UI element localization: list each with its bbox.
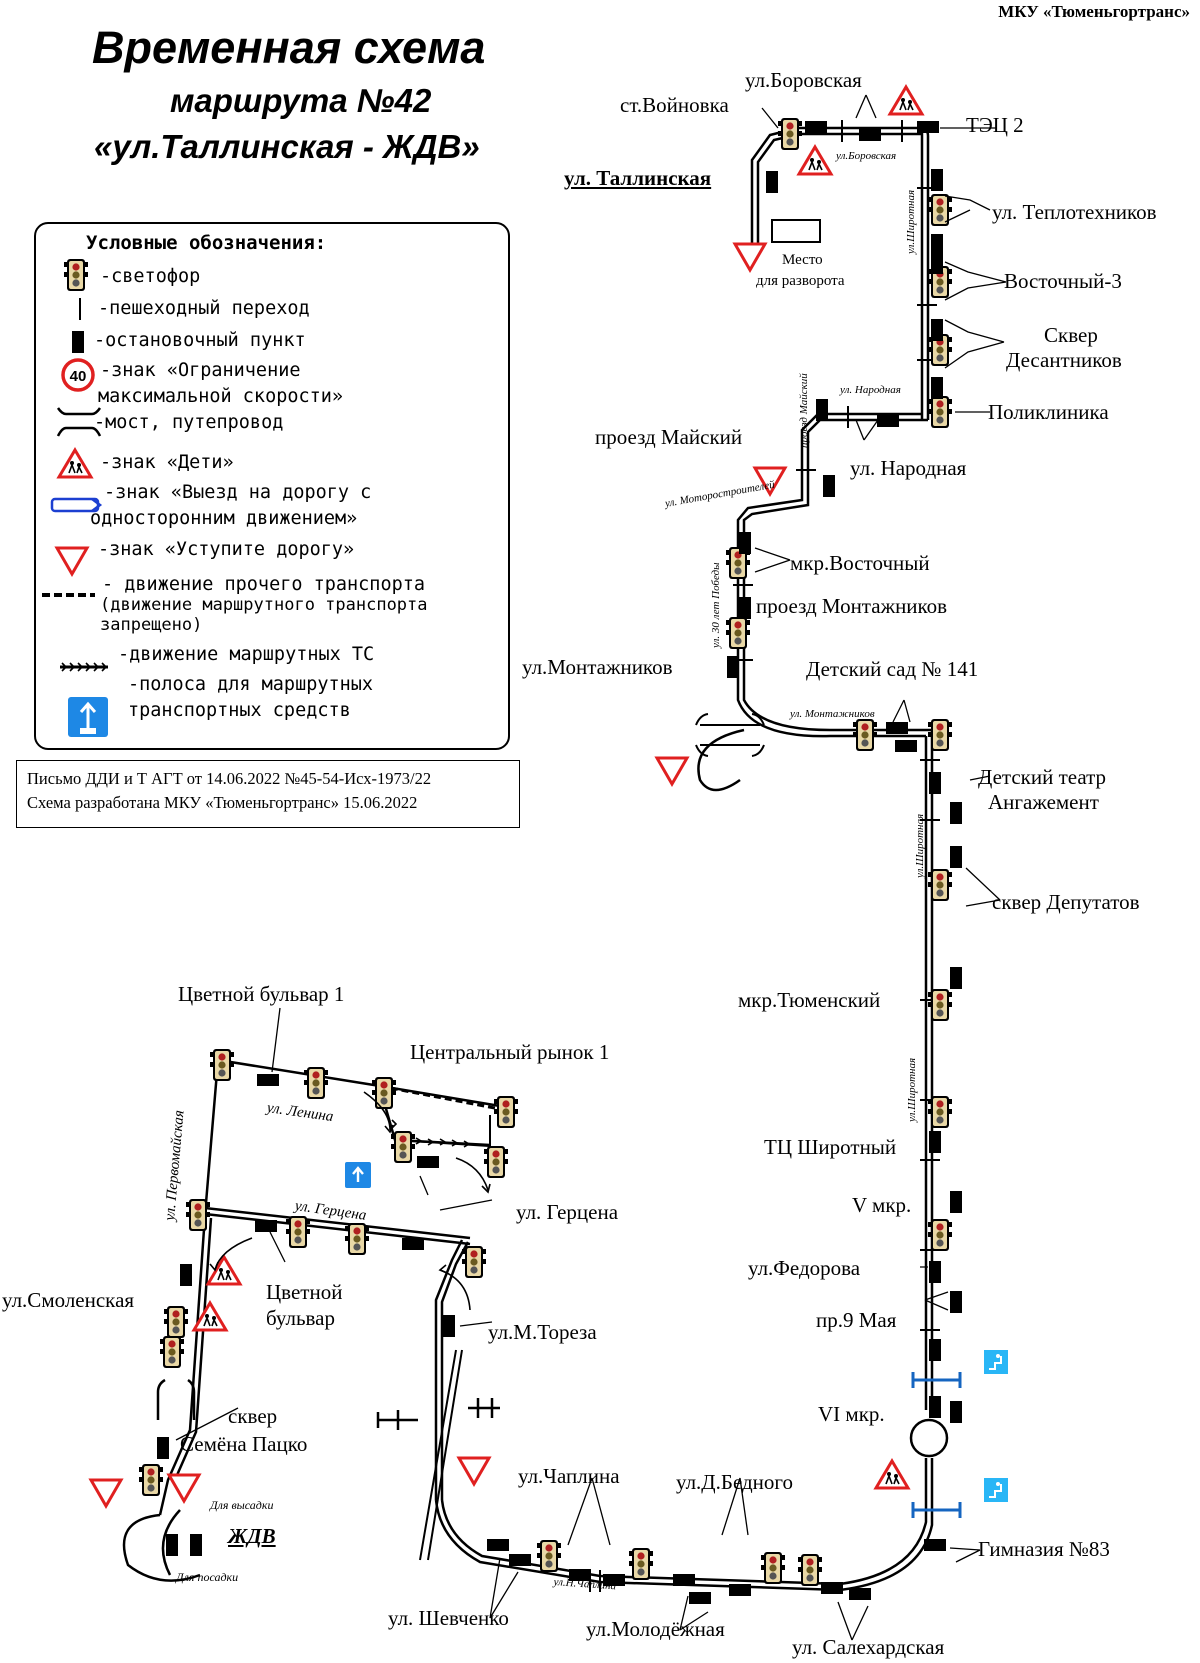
- turn-place-label-2: для разворота: [756, 273, 845, 289]
- route-name: «ул.Таллинская - ЖДВ»: [94, 128, 480, 165]
- stop-label-m-toreza: ул.М.Тореза: [488, 1320, 597, 1344]
- stop-label-teatr-2: Ангажемент: [988, 790, 1099, 814]
- stop-label-teplotekhnikov: ул. Теплотехников: [992, 200, 1157, 224]
- boarding-label: Для посадки: [176, 1570, 239, 1584]
- street-shirotnaya-north: ул.Широтная: [905, 189, 917, 254]
- crosswalks: [589, 120, 940, 1592]
- stop-label-fedorova: ул.Федорова: [748, 1256, 861, 1280]
- legend-panel: Условные обозначения: -светофор -пешеход…: [34, 222, 510, 750]
- legend-bridge: -мост, путепровод: [94, 412, 284, 433]
- legend-other-traffic-1: - движение прочего транспорта: [102, 574, 426, 595]
- stop-label-shevchenko: ул. Шевченко: [388, 1606, 509, 1630]
- stop-label-skver-patsko-1: сквер: [228, 1404, 278, 1428]
- stop-label-chaplina: ул.Чаплина: [518, 1464, 620, 1488]
- legend-bus-lane-2: транспортных средств: [128, 700, 351, 721]
- legend-traffic-light: -светофор: [100, 266, 201, 287]
- stop-label-mkr-vostochny: мкр.Восточный: [790, 551, 930, 575]
- stop-label-proezd-montazhnikov: проезд Монтажников: [756, 594, 948, 618]
- stop-label-tsvet-bulvar-1: Цветной бульвар 1: [178, 982, 345, 1006]
- ddi-letter: Письмо ДДИ и Т АГТ от 14.06.2022 №45-54-…: [27, 769, 432, 788]
- stop-label-zhdv: ЖДВ: [228, 1524, 276, 1548]
- stop-label-v-mkr: V мкр.: [852, 1193, 912, 1217]
- street-montazhnikov: ул. Монтажников: [790, 708, 875, 720]
- legend-route-traffic: -движение маршрутных ТС: [118, 644, 375, 665]
- stop-label-tsentr-rynok: Центральный рынок 1: [410, 1040, 610, 1064]
- stop-label-smolenskaya: ул.Смоленская: [2, 1288, 135, 1312]
- street-30-let-pobedy: ул. 30 лет Победы: [710, 562, 722, 648]
- stop-label-tets2: ТЭЦ 2: [966, 113, 1024, 137]
- legend-other-traffic-3: запрещено): [100, 615, 203, 635]
- speed-limit-sign: 40: [70, 368, 87, 385]
- stop-label-poliklinika: Поликлиника: [988, 400, 1109, 424]
- stop-label-voynovka: ст.Войновка: [620, 93, 729, 117]
- stop-label-skver-deputatov: сквер Депутатов: [992, 890, 1140, 914]
- legend-children: -знак «Дети»: [100, 452, 234, 473]
- stop-label-vi-mkr: VI мкр.: [818, 1402, 885, 1426]
- legend-yield: -знак «Уступите дорогу»: [98, 539, 355, 560]
- dropoff-label: Для высадки: [210, 1498, 274, 1512]
- street-shirotnaya-mid: ул.Широтная: [914, 813, 926, 878]
- stop-label-narodnaya: ул. Народная: [850, 456, 967, 480]
- legend-oneway-2: односторонним движением»: [90, 508, 358, 529]
- legend-title: Условные обозначения:: [86, 232, 327, 254]
- street-shirotnaya-south: ул.Широтная: [906, 1057, 918, 1122]
- stop-label-maysky: проезд Майский: [595, 425, 743, 449]
- stop-label-tsvet-bulvar-a: Цветной: [266, 1280, 343, 1304]
- legend-other-traffic-2: (движение маршрутного транспорта: [100, 595, 428, 615]
- stop-label-mkr-tyumensky: мкр.Тюменский: [738, 988, 881, 1012]
- stop-label-tc-shirotny: ТЦ Широтный: [764, 1135, 897, 1159]
- stop-label-9-maya: пр.9 Мая: [816, 1308, 897, 1332]
- stop-label-molodezhnaya: ул.Молодёжная: [586, 1617, 725, 1641]
- stop-label-vostochny3: Восточный-3: [1004, 269, 1122, 293]
- document-info: Письмо ДДИ и Т АГТ от 14.06.2022 №45-54-…: [16, 760, 520, 828]
- stop-label-skver-desantnikov-1: Сквер: [1044, 323, 1098, 347]
- stop-label-tallinskaya: ул. Таллинская: [564, 166, 712, 190]
- stop-label-gimnaziya-83: Гимназия №83: [978, 1537, 1110, 1561]
- legend-oneway-1: -знак «Выезд на дорогу с: [104, 482, 372, 503]
- stop-label-detsad-141: Детский сад № 141: [806, 657, 979, 681]
- stop-label-tsvet-bulvar-b: бульвар: [266, 1306, 335, 1330]
- street-maysky: проезд Майский: [798, 373, 810, 448]
- legend-speed-limit-1: -знак «Ограничение: [100, 360, 301, 381]
- legend-symbols: 40: [42, 259, 108, 737]
- stop-label-ul-gertsena: ул. Герцена: [516, 1200, 619, 1224]
- stop-label-salekhardskaya: ул. Салехардская: [792, 1635, 945, 1659]
- stop-label-skver-desantnikov-2: Десантников: [1006, 348, 1122, 372]
- stop-label-ul-montazhnikov: ул.Монтажников: [522, 655, 673, 679]
- developed-by: Схема разработана МКУ «Тюменьгортранс» 1…: [27, 793, 418, 812]
- stop-label-borovskaya: ул.Боровская: [745, 68, 862, 92]
- legend-bus-lane-1: -полоса для маршрутных: [128, 674, 374, 695]
- stop-label-d-bednogo: ул.Д.Бедного: [676, 1470, 793, 1494]
- legend-crosswalk: -пешеходный переход: [98, 298, 310, 319]
- route-number: маршрута №42: [170, 82, 432, 119]
- stop-label-teatr-1: Детский театр: [978, 765, 1107, 789]
- turn-place-label-1: Место: [782, 252, 823, 268]
- street-borovskaya: ул.Боровская: [836, 150, 897, 162]
- organization-name: МКУ «Тюменьгортранс»: [998, 2, 1190, 21]
- stop-label-skver-patsko-2: Семёна Пацко: [180, 1432, 308, 1456]
- legend-stop: -остановочный пункт: [94, 330, 306, 351]
- street-narodnaya: ул. Народная: [840, 384, 901, 396]
- legend-speed-limit-2: максимальной скорости»: [98, 386, 344, 407]
- scheme-title: Временная схема: [92, 22, 486, 73]
